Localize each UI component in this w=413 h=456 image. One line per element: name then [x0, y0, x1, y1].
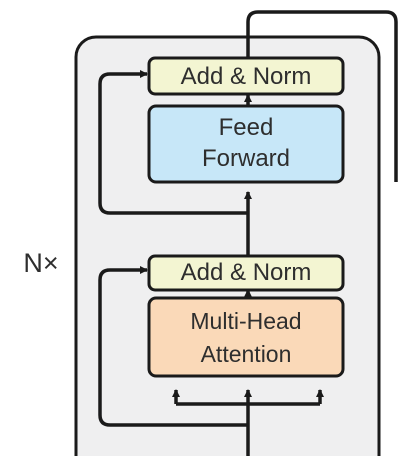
multi-head-attention-label-line-2: Attention [200, 341, 292, 367]
multi-head-attention-label-line-1: Multi-Head [190, 308, 302, 334]
layer-container [74, 35, 381, 456]
add-norm-top-block [147, 56, 345, 96]
add-norm-bottom-label: Add & Norm [180, 259, 312, 286]
output-line [246, 10, 398, 182]
feed-forward-label-line-2: Forward [201, 145, 291, 172]
add-norm-bottom-block [147, 254, 345, 292]
feed-forward-block [147, 104, 345, 184]
multi-head-attention-block [147, 296, 345, 378]
add-norm-top-label: Add & Norm [180, 63, 312, 90]
residual-arrow-ffn [98, 70, 248, 215]
feed-forward-label-line-1: Feed [218, 114, 274, 141]
repeat-count-label: N× [23, 248, 59, 278]
residual-arrow-attention [98, 266, 248, 427]
